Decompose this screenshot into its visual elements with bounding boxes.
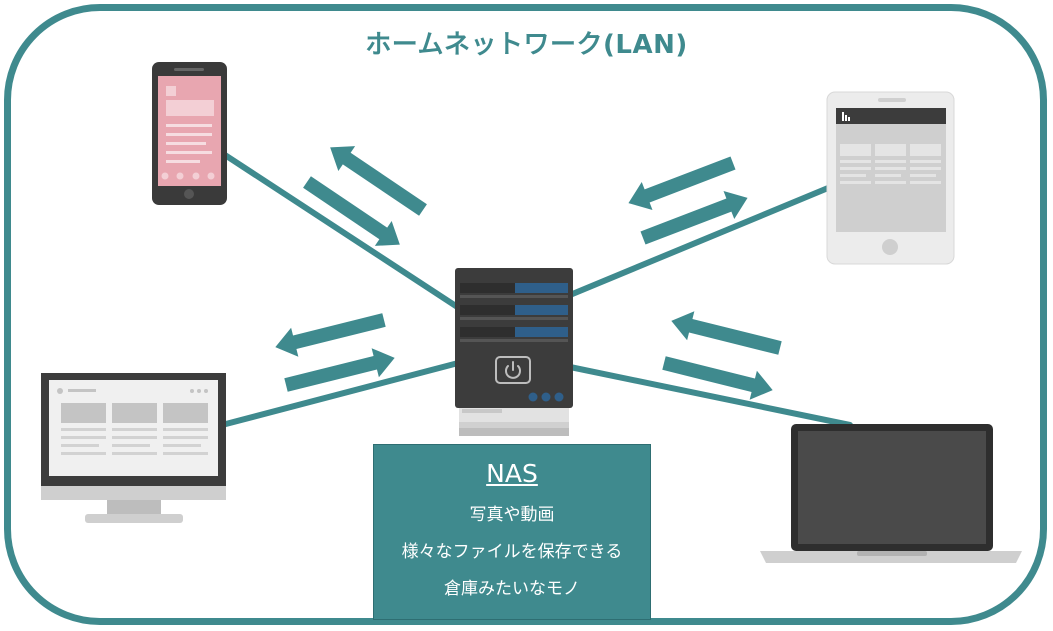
diagram-title: ホームネットワーク(LAN): [365, 30, 688, 60]
lan-boundary: [4, 4, 1047, 625]
power-icon: [495, 356, 531, 384]
desktop-monitor-icon: [41, 373, 226, 523]
arrow-to-desktop: [271, 305, 388, 362]
nas-line-1: 写真や動画: [469, 505, 555, 525]
nas-server-icon: [455, 268, 573, 436]
link-desktop: [219, 359, 465, 428]
smartphone-icon: [152, 62, 227, 205]
laptop-icon: [760, 424, 1022, 563]
link-smartphone: [222, 152, 468, 315]
nas-line-3: 倉庫みたいなモノ: [444, 579, 580, 599]
link-tablet: [567, 185, 831, 298]
link-laptop: [567, 364, 853, 428]
arrow-to-nas-from-laptop: [667, 306, 784, 363]
nas-line-2: 様々なファイルを保存できる: [401, 542, 623, 562]
tablet-icon: [826, 91, 955, 265]
nas-title: NAS: [486, 459, 538, 488]
nas-description-box: NAS 写真や動画 様々なファイルを保存できる 倉庫みたいなモノ: [373, 444, 651, 620]
